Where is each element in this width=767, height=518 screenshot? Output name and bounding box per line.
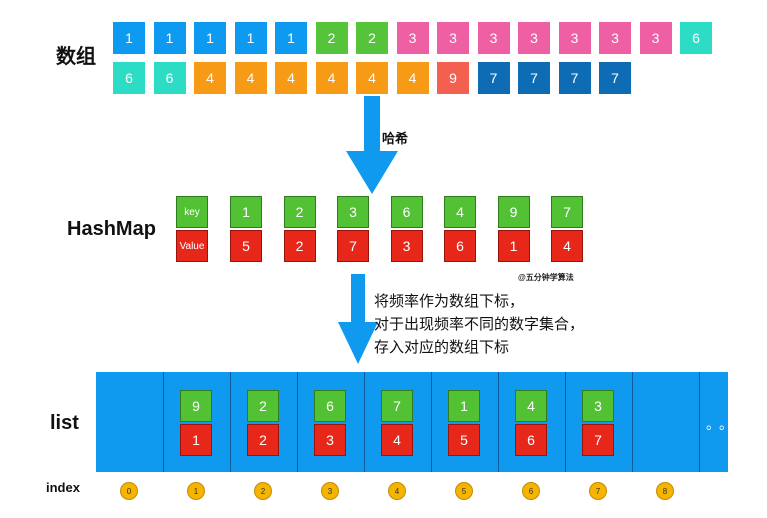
array-cell: 2 xyxy=(315,22,348,54)
hashmap-key: 1 xyxy=(230,196,262,228)
list-slot-divider xyxy=(431,372,432,472)
array-cell: 4 xyxy=(194,62,226,94)
array-cell: 3 xyxy=(477,22,510,54)
list-item-key: 6 xyxy=(314,390,346,422)
list-slot-divider xyxy=(230,372,231,472)
array-cell: 3 xyxy=(518,22,550,54)
list-item-key: 7 xyxy=(381,390,413,422)
array-label: 数组 xyxy=(56,46,96,68)
list-slot-divider xyxy=(163,372,164,472)
hashmap-key: 6 xyxy=(390,196,423,228)
note-line-1: 将频率作为数组下标， xyxy=(374,293,525,310)
hashmap-value: 6 xyxy=(444,230,476,262)
array-cell: 4 xyxy=(275,62,307,94)
hash-arrow xyxy=(346,96,398,194)
index-dot: 5 xyxy=(455,482,473,500)
array-cell: 7 xyxy=(558,62,591,94)
ellipsis: 。。 xyxy=(706,416,739,432)
array-cell: 3 xyxy=(437,22,469,54)
hashmap-value: 4 xyxy=(551,230,583,262)
list-item-freq: 4 xyxy=(381,424,413,456)
hashmap-value: 3 xyxy=(390,230,423,262)
array-cell: 1 xyxy=(153,22,186,54)
array-cell: 7 xyxy=(518,62,550,94)
hash-step-label: 哈希 xyxy=(382,131,409,146)
array-cell: 7 xyxy=(599,62,631,94)
index-dot: 0 xyxy=(120,482,138,500)
list-item-key: 2 xyxy=(247,390,279,422)
list-item-key: 3 xyxy=(582,390,614,422)
list-container xyxy=(96,372,728,472)
list-item-freq: 2 xyxy=(247,424,279,456)
list-item-key: 4 xyxy=(515,390,547,422)
array-cell: 7 xyxy=(477,62,510,94)
array-cell: 4 xyxy=(234,62,267,94)
hashmap-key: 7 xyxy=(551,196,583,228)
index-dot: 1 xyxy=(187,482,205,500)
list-item-freq: 7 xyxy=(582,424,614,456)
hashmap-key: 4 xyxy=(444,196,476,228)
hashmap-value: 5 xyxy=(230,230,262,262)
array-cell: 6 xyxy=(113,62,145,94)
list-slot-divider xyxy=(699,372,700,472)
hashmap-key: 9 xyxy=(497,196,530,228)
hashmap-value: 2 xyxy=(283,230,316,262)
list-item-freq: 3 xyxy=(314,424,346,456)
array-cell: 3 xyxy=(396,22,429,54)
array-cell: 9 xyxy=(437,62,469,94)
array-cell: 2 xyxy=(356,22,388,54)
array-cell: 1 xyxy=(275,22,307,54)
list-item-key: 9 xyxy=(180,390,212,422)
index-dot: 7 xyxy=(589,482,607,500)
freq-arrow xyxy=(338,274,378,364)
list-slot-divider xyxy=(632,372,633,472)
note-line-3: 存入对应的数组下标 xyxy=(374,339,510,356)
index-dot: 3 xyxy=(321,482,339,500)
list-slot-divider xyxy=(565,372,566,472)
array-cell: 6 xyxy=(153,62,186,94)
list-item-freq: 1 xyxy=(180,424,212,456)
index-dot: 6 xyxy=(522,482,540,500)
array-cell: 4 xyxy=(315,62,348,94)
array-cell: 4 xyxy=(356,62,388,94)
array-cell: 6 xyxy=(680,22,712,54)
array-cell: 1 xyxy=(194,22,226,54)
watermark: @五分钟学算法 xyxy=(518,273,574,282)
index-dot: 8 xyxy=(656,482,674,500)
list-slot-divider xyxy=(364,372,365,472)
hashmap-value: 7 xyxy=(337,230,369,262)
explanation-note: 将频率作为数组下标， 对于出现频率不同的数字集合， 存入对应的数组下标 xyxy=(374,290,584,359)
hashmap-key-header: key xyxy=(176,196,208,228)
note-line-2: 对于出现频率不同的数字集合， xyxy=(374,316,585,333)
index-dot: 4 xyxy=(388,482,406,500)
array-cell: 1 xyxy=(234,22,267,54)
hashmap-label: HashMap xyxy=(67,218,156,240)
list-label: list xyxy=(50,412,79,434)
array-cell: 3 xyxy=(639,22,672,54)
list-item-key: 1 xyxy=(448,390,480,422)
list-item-freq: 6 xyxy=(515,424,547,456)
array-cell: 3 xyxy=(558,22,591,54)
index-label: index xyxy=(46,480,80,495)
hashmap-key: 2 xyxy=(283,196,316,228)
hashmap-key: 3 xyxy=(337,196,369,228)
array-cell: 1 xyxy=(113,22,145,54)
list-item-freq: 5 xyxy=(448,424,480,456)
hashmap-value-header: Value xyxy=(176,230,208,262)
hashmap-value: 1 xyxy=(497,230,530,262)
index-dot: 2 xyxy=(254,482,272,500)
list-slot-divider xyxy=(498,372,499,472)
array-cell: 3 xyxy=(599,22,631,54)
array-cell: 4 xyxy=(396,62,429,94)
list-slot-divider xyxy=(297,372,298,472)
